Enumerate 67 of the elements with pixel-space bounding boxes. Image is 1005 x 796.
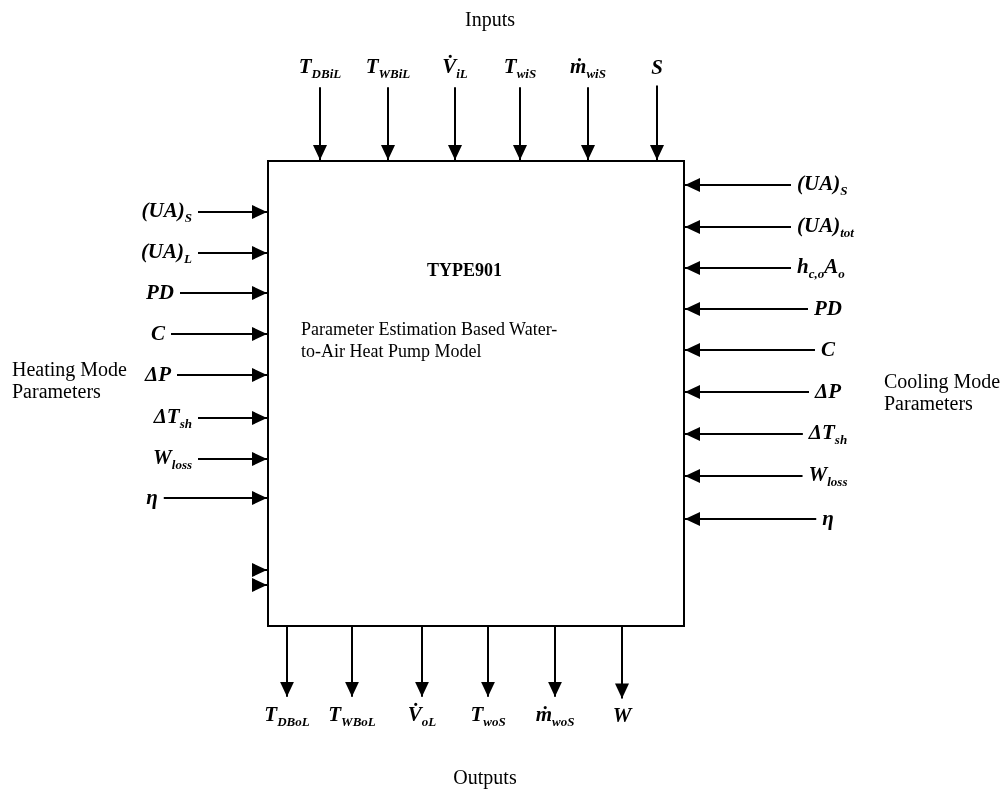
variable-label: T$_{DBoL}$ xyxy=(264,702,310,730)
variable-label: W$_{loss}$ xyxy=(808,462,848,490)
variable-label: W xyxy=(612,704,632,728)
arrow xyxy=(513,86,527,161)
variable-label: (UA)$_{S}$ xyxy=(797,171,848,199)
variable-label: (UA)$_{L}$ xyxy=(140,239,192,267)
arrow xyxy=(684,220,792,234)
variable-label: W$_{loss}$ xyxy=(153,445,192,473)
arrow xyxy=(345,626,359,698)
arrow xyxy=(197,452,268,466)
group-label: Inputs xyxy=(464,8,516,30)
model-block xyxy=(267,160,685,627)
arrow xyxy=(684,427,804,441)
arrow xyxy=(581,86,595,161)
variable-label: (UA)$_{S}$ xyxy=(141,198,192,226)
arrow xyxy=(650,84,664,161)
variable-label: ΔP xyxy=(815,380,841,404)
arrow xyxy=(280,626,294,698)
variable-label: η xyxy=(822,507,834,531)
variable-label: ṁ$_{woS}$ xyxy=(535,702,575,730)
arrow xyxy=(684,343,816,357)
arrow xyxy=(415,626,429,698)
variable-label: T$_{woS}$ xyxy=(470,702,506,730)
variable-label: T$_{WBiL}$ xyxy=(365,54,411,82)
variable-label: η xyxy=(146,486,158,510)
arrow xyxy=(197,411,268,425)
variable-label: (UA)$_{tot}$ xyxy=(797,213,854,241)
variable-label: S xyxy=(651,56,663,80)
block-title: TYPE901 xyxy=(427,260,502,281)
variable-label: V̇$_{iL}$ xyxy=(442,54,468,82)
arrow xyxy=(313,86,327,161)
arrow xyxy=(684,178,792,192)
arrow xyxy=(176,368,268,382)
variable-label: ṁ$_{wiS}$ xyxy=(570,54,606,82)
arrow xyxy=(252,578,268,592)
variable-label: PD xyxy=(814,297,842,321)
variable-label: C xyxy=(151,322,165,346)
variable-label: T$_{WBoL}$ xyxy=(328,702,376,730)
variable-label: PD xyxy=(146,281,174,305)
variable-label: C xyxy=(821,338,835,362)
arrow xyxy=(481,626,495,698)
arrow xyxy=(170,327,268,341)
arrow xyxy=(684,261,792,275)
arrow xyxy=(381,86,395,161)
arrow xyxy=(684,302,809,316)
arrow xyxy=(197,205,268,219)
variable-label: ΔP xyxy=(145,363,171,387)
arrow xyxy=(615,626,629,700)
arrow xyxy=(252,563,268,577)
block-description: Parameter Estimation Based Water-to-Air Heat Pump Model xyxy=(301,318,559,362)
arrow xyxy=(684,469,804,483)
group-label: Heating Mode Parameters xyxy=(12,358,128,402)
arrow xyxy=(448,86,462,161)
arrow xyxy=(684,512,818,526)
group-label: Outputs xyxy=(452,766,518,788)
variable-label: V̇$_{oL}$ xyxy=(407,702,437,730)
arrow xyxy=(548,626,562,698)
arrow xyxy=(684,385,810,399)
variable-label: T$_{wiS}$ xyxy=(503,54,537,82)
arrow xyxy=(179,286,268,300)
variable-label: T$_{DBiL}$ xyxy=(298,54,342,82)
variable-label: ΔT$_{sh}$ xyxy=(153,404,192,432)
arrow xyxy=(162,491,268,505)
group-label: Cooling Mode Parameters xyxy=(884,370,1002,414)
arrow xyxy=(197,246,268,260)
variable-label: h$_{c,o}$A$_{o}$ xyxy=(797,254,845,282)
variable-label: ΔT$_{sh}$ xyxy=(808,420,848,448)
